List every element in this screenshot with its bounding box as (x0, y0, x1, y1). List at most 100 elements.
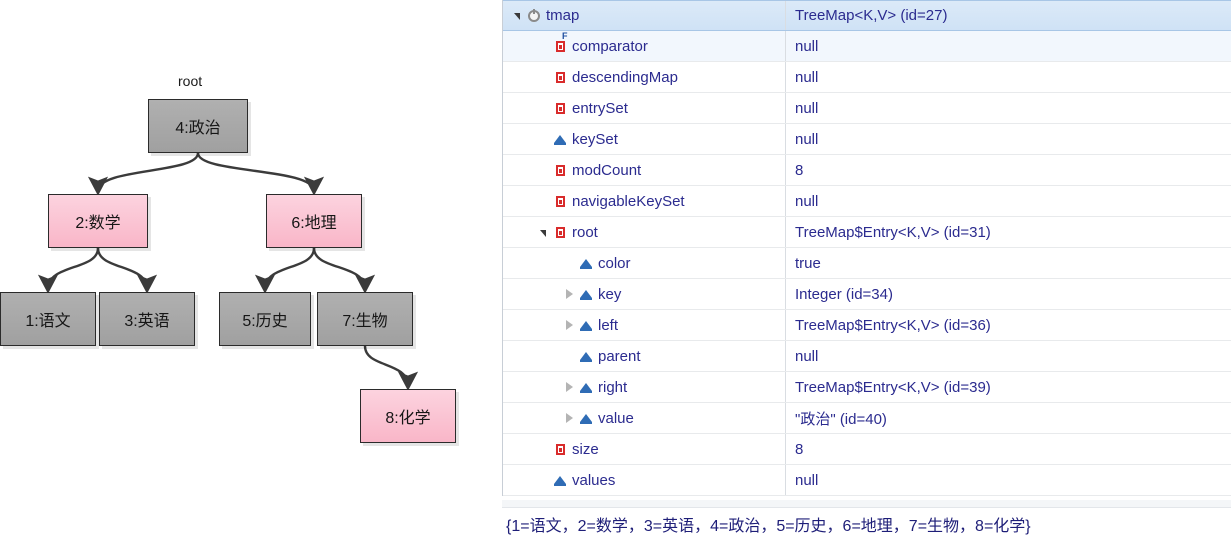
variable-value-cell[interactable]: null (795, 99, 819, 117)
variable-value-cell[interactable]: 8 (795, 161, 804, 179)
variable-name-cell[interactable]: root (503, 217, 786, 247)
variable-name-cell[interactable]: navigableKeySet (503, 186, 786, 216)
variable-name-cell[interactable]: modCount (503, 155, 786, 185)
chevron-right-icon (565, 289, 573, 299)
tree-node-label: 3:英语 (124, 313, 170, 330)
public-field-icon (577, 372, 595, 402)
variable-value-cell[interactable]: null (795, 347, 819, 365)
tree-node-label: 5:历史 (242, 313, 288, 330)
expand-triangle-down-icon[interactable] (535, 217, 551, 247)
variable-name-cell[interactable]: entrySet (503, 93, 786, 123)
tree-node-label: 4:政治 (175, 120, 221, 137)
public-field-icon (577, 341, 595, 371)
twisty-placeholder (535, 186, 551, 216)
variable-name-cell[interactable]: descendingMap (503, 62, 786, 92)
chevron-down-icon (539, 229, 546, 237)
tree-node-label: 6:地理 (291, 215, 337, 232)
variable-name-label: entrySet (572, 99, 628, 117)
public-field-icon (577, 403, 595, 433)
chevron-right-icon (565, 413, 573, 423)
variable-name-cell[interactable]: parent (503, 341, 786, 371)
twisty-placeholder (535, 465, 551, 495)
variable-name-cell[interactable]: size (503, 434, 786, 464)
twisty-placeholder (535, 434, 551, 464)
variable-value-cell[interactable]: Integer (id=34) (795, 285, 893, 303)
twisty-placeholder (535, 93, 551, 123)
expand-triangle-right-icon[interactable] (561, 403, 577, 433)
final-modifier-marker: F (562, 31, 568, 41)
variable-row[interactable]: size 8 (503, 434, 1231, 465)
variable-value-cell[interactable]: null (795, 192, 819, 210)
variable-row[interactable]: modCount 8 (503, 155, 1231, 186)
expand-triangle-down-icon[interactable] (509, 1, 525, 30)
variable-value-cell[interactable]: TreeMap$Entry<K,V> (id=39) (795, 378, 991, 396)
expand-triangle-right-icon[interactable] (561, 279, 577, 309)
variable-name-label: keySet (572, 130, 618, 148)
variable-row[interactable]: values null (503, 465, 1231, 496)
variable-name-cell[interactable]: key (503, 279, 786, 309)
public-field-icon (551, 465, 569, 495)
variable-row[interactable]: entrySet null (503, 93, 1231, 124)
private-field-icon (551, 93, 569, 123)
public-field-icon (551, 124, 569, 154)
variable-name-cell[interactable]: values (503, 465, 786, 495)
variable-value-cell[interactable]: null (795, 68, 819, 86)
variable-row[interactable]: color true (503, 248, 1231, 279)
variable-value-cell[interactable]: null (795, 37, 819, 55)
variable-row[interactable]: left TreeMap$Entry<K,V> (id=36) (503, 310, 1231, 341)
tree-node-n4: 4:政治 (148, 99, 248, 153)
variable-row[interactable]: navigableKeySet null (503, 186, 1231, 217)
variable-name-cell[interactable]: value (503, 403, 786, 433)
variable-name-label: navigableKeySet (572, 192, 685, 210)
variable-name-cell[interactable]: left (503, 310, 786, 340)
tree-edge-n6-n7 (312, 247, 376, 294)
variable-value-cell[interactable]: TreeMap$Entry<K,V> (id=36) (795, 316, 991, 334)
public-field-icon (577, 310, 595, 340)
tree-edges-layer (37, 152, 419, 391)
twisty-placeholder (561, 248, 577, 278)
variable-value-cell[interactable]: null (795, 130, 819, 148)
twisty-placeholder (561, 341, 577, 371)
console-output-line: {1=语文，2=数学，3=英语，4=政治，5=历史，6=地理，7=生物，8=化学… (506, 518, 1031, 535)
public-field-icon (577, 279, 595, 309)
tree-node-n7: 7:生物 (317, 292, 413, 346)
variable-name-label: descendingMap (572, 68, 678, 86)
twisty-placeholder (535, 31, 551, 61)
variable-value-cell[interactable]: TreeMap$Entry<K,V> (id=31) (795, 223, 991, 241)
tree-node-n8: 8:化学 (360, 389, 456, 443)
variable-name-label: size (572, 440, 599, 458)
variable-row[interactable]: right TreeMap$Entry<K,V> (id=39) (503, 372, 1231, 403)
variable-row[interactable]: root TreeMap$Entry<K,V> (id=31) (503, 217, 1231, 248)
variable-row[interactable]: parent null (503, 341, 1231, 372)
variables-view-bottom-edge (502, 500, 1231, 508)
variable-row[interactable]: keySet null (503, 124, 1231, 155)
variable-value-cell[interactable]: true (795, 254, 821, 272)
variable-row[interactable]: key Integer (id=34) (503, 279, 1231, 310)
variable-name-cell[interactable]: color (503, 248, 786, 278)
tree-edge-n4-n6 (196, 152, 325, 196)
variable-name-cell[interactable]: keySet (503, 124, 786, 154)
variable-value-cell[interactable]: TreeMap<K,V> (id=27) (795, 7, 948, 24)
expand-triangle-right-icon[interactable] (561, 310, 577, 340)
tree-node-n2: 2:数学 (48, 194, 148, 248)
variable-value-cell[interactable]: 8 (795, 440, 804, 458)
expand-triangle-right-icon[interactable] (561, 372, 577, 402)
variable-value-cell[interactable]: "政治" (id=40) (795, 410, 887, 428)
variable-row[interactable]: descendingMap null (503, 62, 1231, 93)
variable-row[interactable]: value "政治" (id=40) (503, 403, 1231, 434)
private-field-icon: F (551, 31, 569, 61)
variable-name-label: root (572, 223, 598, 241)
variable-name-label: parent (598, 347, 641, 365)
variable-row[interactable]: tmap TreeMap<K,V> (id=27) (503, 0, 1231, 31)
variable-value-cell[interactable]: null (795, 471, 819, 489)
variable-name-label: modCount (572, 161, 642, 179)
chevron-right-icon (565, 320, 573, 330)
private-field-icon (551, 186, 569, 216)
variable-name-cell[interactable]: tmap (503, 1, 786, 30)
variable-name-cell[interactable]: right (503, 372, 786, 402)
private-field-icon (551, 434, 569, 464)
